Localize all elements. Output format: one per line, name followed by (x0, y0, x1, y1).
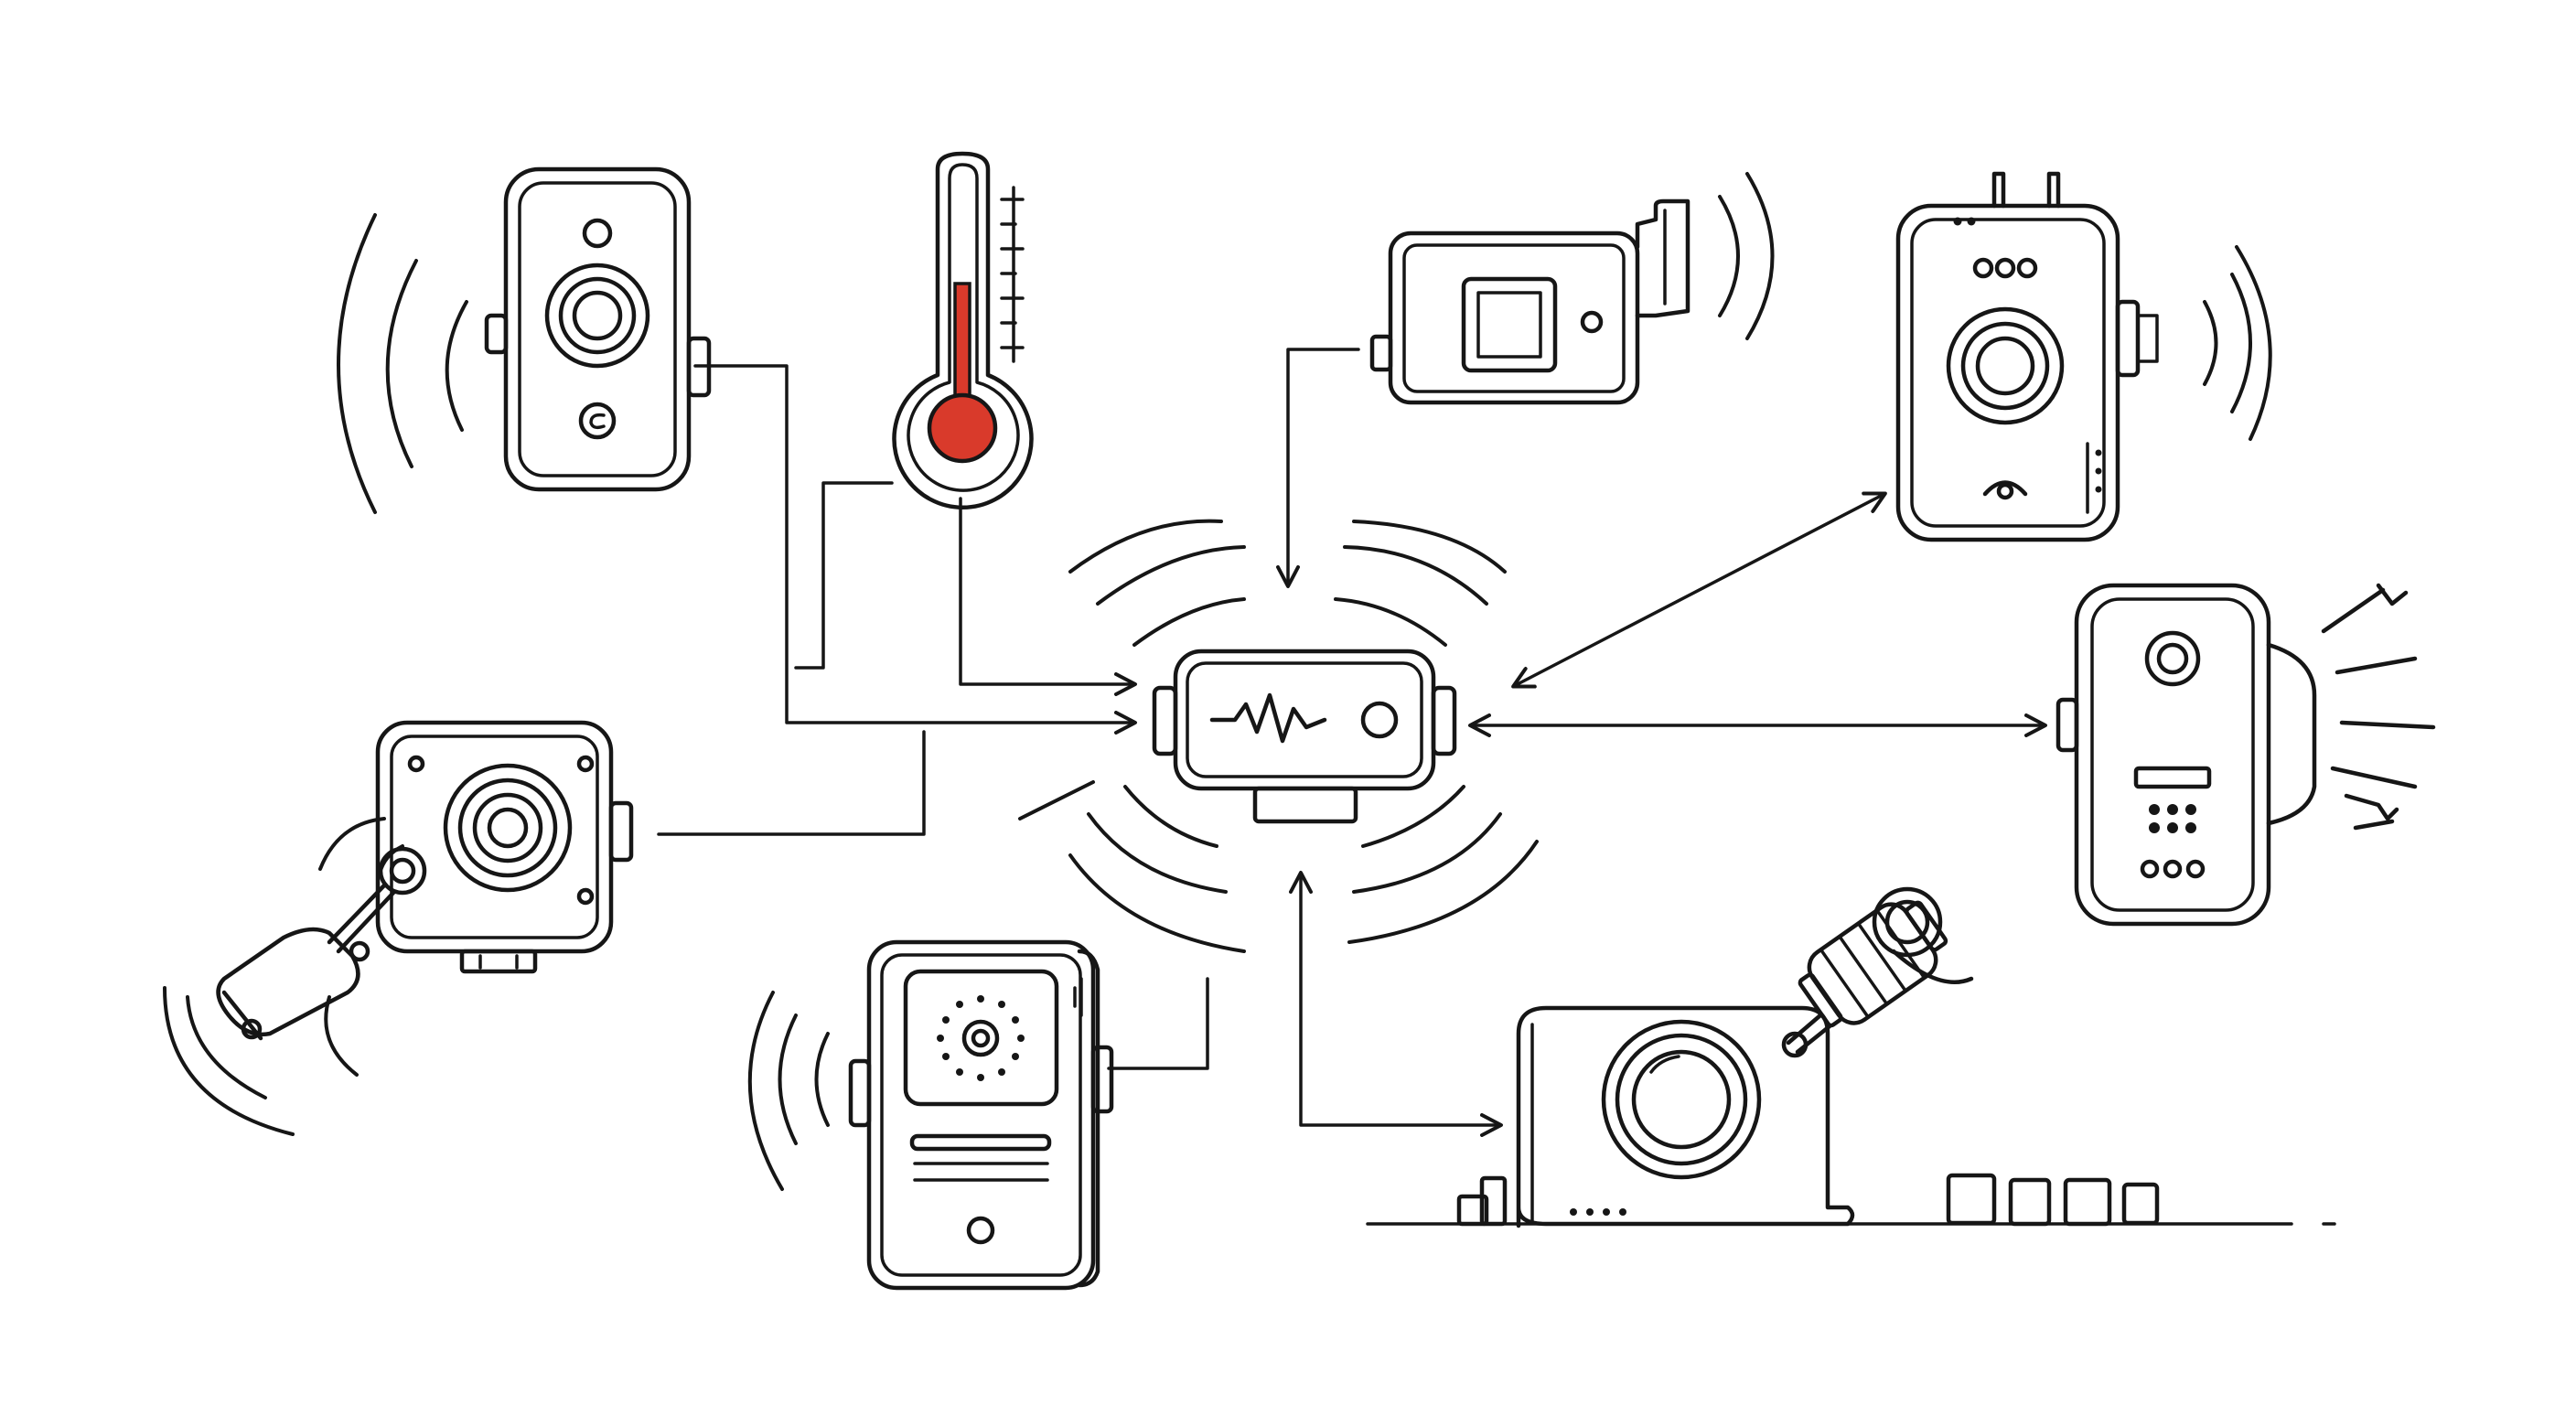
security-camera-icon (216, 720, 634, 1041)
smart-speaker-device (337, 166, 712, 514)
connection-intercom-hub (1107, 977, 1209, 1070)
smart-display-signal-waves (2203, 245, 2272, 441)
security-camera-device (163, 720, 634, 1136)
projector-icon (1456, 1005, 2160, 1228)
connection-speaker-hub (693, 364, 1137, 735)
central-hub (1018, 519, 1539, 953)
robot-camera-device (1781, 886, 1974, 1058)
smart-speaker-icon (484, 166, 712, 492)
connection-sensor-hub (1276, 348, 1360, 588)
sensor-box-icon (1369, 198, 1690, 405)
connection-hub-smart-display (1511, 491, 1887, 689)
alarm-panel-icon (2055, 583, 2317, 927)
speaker-signal-waves (337, 213, 468, 514)
sensor-box-device (1369, 172, 1775, 405)
connection-hub-projector (1289, 871, 1503, 1137)
intercom-grille-dots (937, 995, 1025, 1081)
connection-camera-hub (657, 730, 926, 836)
alarm-burst-lines (2321, 583, 2436, 831)
intercom-icon (848, 939, 1114, 1291)
connection-thermometer-hub (959, 497, 1137, 696)
smart-display-icon (1895, 171, 2159, 542)
alarm-panel-device (2055, 583, 2436, 927)
sensor-box-signal-waves (1718, 172, 1775, 340)
projector-device (1366, 1005, 2336, 1228)
intercom-signal-waves (747, 991, 830, 1191)
connection-thermometer-branch (794, 481, 894, 670)
central-hub-pulse-icon (1152, 649, 1457, 824)
thermometer-device (892, 151, 1034, 510)
connections (657, 348, 2047, 1137)
robot-camera-icon (1781, 886, 1974, 1058)
security-camera-signal-waves (163, 817, 404, 1136)
thermometer-icon (892, 151, 1034, 510)
smart-display-device (1895, 171, 2272, 542)
hub-signal-waves (1018, 519, 1539, 953)
intercom-device (747, 939, 1114, 1291)
thermometer-red-bulb (927, 392, 998, 464)
